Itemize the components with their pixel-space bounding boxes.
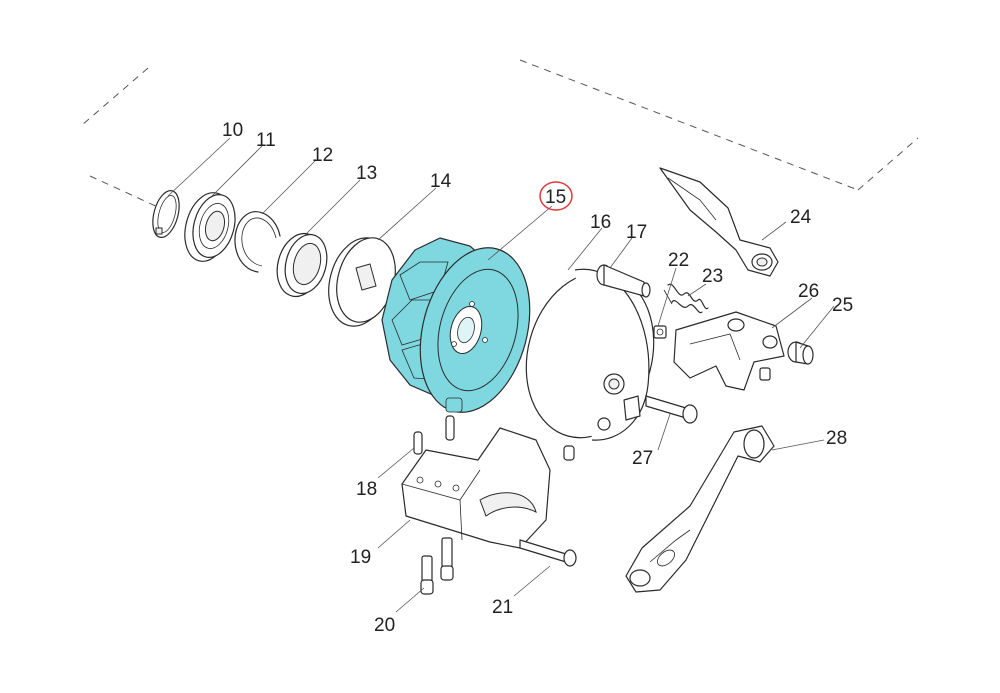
part-22-nut[interactable] [653,325,667,339]
part-11-bearing[interactable] [178,187,242,266]
part-16-drum[interactable] [508,258,671,461]
label-17: 17 [626,222,647,243]
label-18: 18 [356,479,377,500]
part-26-bracket[interactable] [673,311,785,391]
label-26: 26 [798,281,819,302]
part-13-seal[interactable] [270,228,333,301]
label-13: 13 [356,163,377,184]
part-15-pulley[interactable] [381,235,547,424]
part-19-base[interactable] [401,427,551,549]
part-21-long-bolt[interactable] [519,539,577,567]
label-11: 11 [256,130,276,151]
label-28: 28 [826,428,847,449]
label-12: 12 [312,145,333,166]
part-labels: 10 11 12 13 14 15 16 17 22 23 24 26 25 2… [222,120,853,636]
part-25-bushing[interactable] [787,341,814,365]
part-23-spring[interactable] [663,283,709,314]
housing-outline [81,59,919,209]
label-24: 24 [790,207,812,228]
label-19: 19 [350,547,371,568]
selected-part-marker [539,181,573,211]
label-20: 20 [374,615,395,636]
part-24-lever[interactable] [659,167,779,277]
label-15[interactable]: 15 [545,187,566,208]
label-10: 10 [222,120,243,141]
label-27: 27 [632,448,653,469]
part-28-pedal-arm[interactable] [625,425,775,593]
label-22: 22 [668,250,689,271]
leader-lines [167,137,835,613]
label-16: 16 [590,212,611,233]
part-20-screws[interactable] [420,537,454,595]
label-23: 23 [702,266,723,287]
part-18-pins[interactable] [413,415,455,455]
label-25: 25 [832,295,853,316]
label-21: 21 [492,597,513,618]
part-17-bolt[interactable] [596,264,651,298]
label-14: 14 [430,171,452,192]
part-27-hex-bolt[interactable] [645,395,698,424]
part-10-circlip[interactable] [148,188,184,241]
part-12-snap-ring[interactable] [234,211,281,273]
